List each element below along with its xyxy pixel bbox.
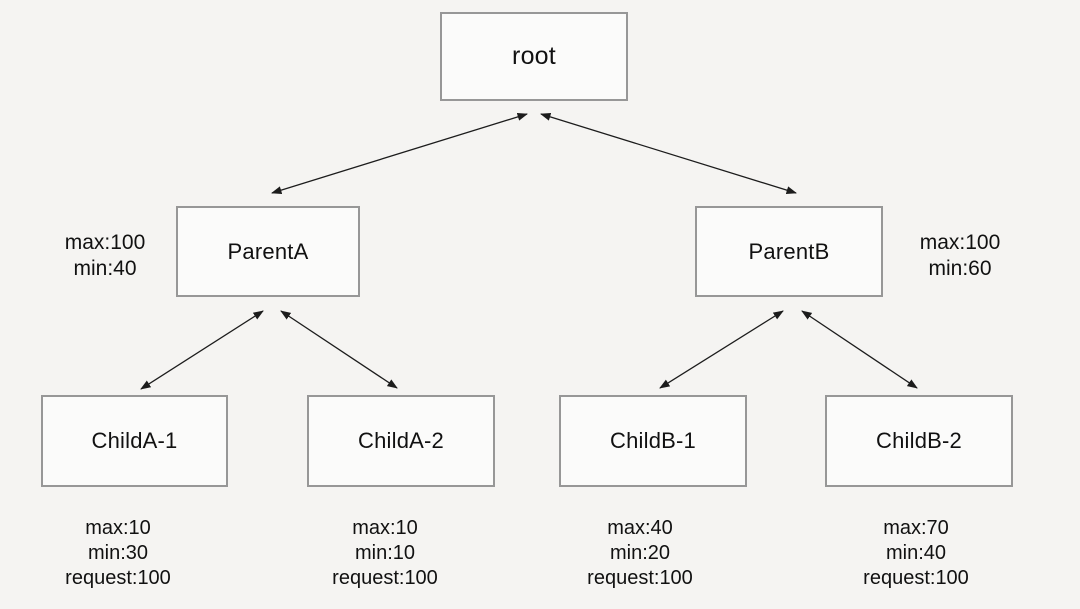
- annotation-parent-a: max:100 min:40: [25, 230, 185, 282]
- node-parent-b-label: ParentB: [748, 238, 830, 264]
- node-child-b2: ChildB-2: [825, 395, 1013, 487]
- annotation-child-a1: max:10 min:30 request:100: [28, 516, 208, 591]
- node-child-a2: ChildA-2: [307, 395, 495, 487]
- edge-root-parent-b: [540, 112, 797, 195]
- node-child-b2-label: ChildB-2: [876, 428, 962, 453]
- annotation-child-b1-request: request:100: [587, 567, 693, 589]
- annotation-child-b2-request: request:100: [863, 567, 969, 589]
- edge-parent-b-child-b1: [659, 310, 784, 389]
- annotation-child-b1: max:40 min:20 request:100: [550, 516, 730, 591]
- annotation-parent-b: max:100 min:60: [880, 230, 1040, 282]
- annotation-child-a2: max:10 min:10 request:100: [295, 516, 475, 591]
- annotation-child-b1-max: max:40: [607, 517, 673, 539]
- annotation-child-b2-max: max:70: [883, 517, 949, 539]
- annotation-parent-a-min: min:40: [73, 257, 137, 280]
- node-parent-a: ParentA: [176, 206, 360, 297]
- annotation-parent-b-min: min:60: [928, 257, 992, 280]
- annotation-child-a2-max: max:10: [352, 517, 418, 539]
- edge-root-parent-a: [271, 112, 528, 195]
- node-child-a1-label: ChildA-1: [91, 428, 178, 453]
- annotation-child-b1-min: min:20: [609, 542, 671, 564]
- edge-parent-b-child-b2: [801, 310, 918, 389]
- node-parent-b: ParentB: [695, 206, 883, 297]
- edge-parent-a-child-a2: [280, 310, 398, 389]
- node-child-b1-label: ChildB-1: [610, 428, 696, 453]
- node-child-a2-label: ChildA-2: [358, 428, 444, 453]
- node-child-a1: ChildA-1: [41, 395, 228, 487]
- node-root-label: root: [512, 42, 556, 70]
- annotation-child-a2-min: min:10: [354, 542, 416, 564]
- annotation-child-a1-request: request:100: [65, 567, 171, 589]
- annotation-child-a1-max: max:10: [85, 517, 151, 539]
- annotation-parent-a-max: max:100: [64, 231, 146, 254]
- edge-parent-a-child-a1: [140, 310, 264, 390]
- annotation-child-a1-min: min:30: [87, 542, 149, 564]
- node-root: root: [440, 12, 628, 101]
- annotation-child-b2-min: min:40: [885, 542, 947, 564]
- node-parent-a-label: ParentA: [227, 238, 309, 264]
- annotation-child-b2: max:70 min:40 request:100: [826, 516, 1006, 591]
- annotation-child-a2-request: request:100: [332, 567, 438, 589]
- annotation-parent-b-max: max:100: [919, 231, 1001, 254]
- node-child-b1: ChildB-1: [559, 395, 747, 487]
